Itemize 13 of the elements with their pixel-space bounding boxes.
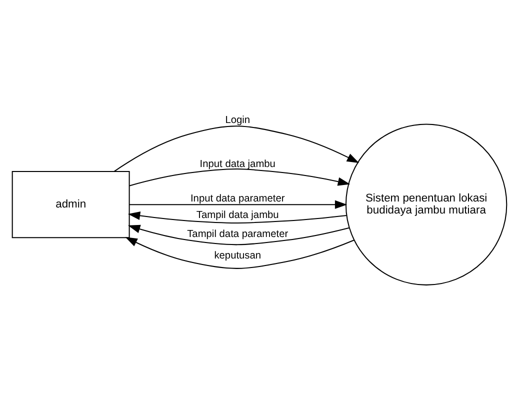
node-box: admin bbox=[12, 171, 130, 238]
arrow bbox=[129, 200, 348, 209]
arrow bbox=[129, 168, 350, 186]
arrow bbox=[128, 224, 350, 246]
arrow bbox=[114, 126, 360, 172]
edge-label: Input data parameter bbox=[190, 194, 285, 205]
edge-label: Tampil data parameter bbox=[187, 229, 288, 240]
edge-label: Tampil data jambu bbox=[196, 210, 279, 221]
edge-label: Input data jambu bbox=[200, 158, 276, 170]
edge-label: keputusan bbox=[214, 250, 262, 262]
arrow bbox=[128, 211, 346, 224]
edge-label: Login bbox=[225, 115, 250, 126]
arrow bbox=[125, 236, 354, 269]
